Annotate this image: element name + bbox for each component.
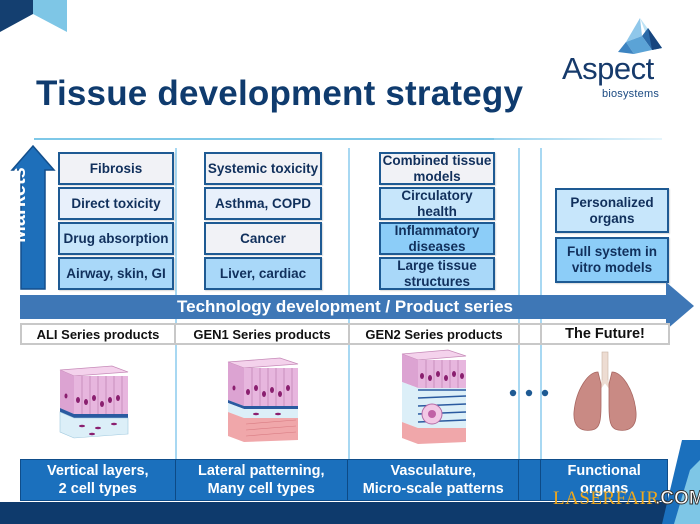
title-underline-fade [494, 138, 662, 140]
arrow-right-icon [666, 282, 694, 330]
market-box-systemic-toxicity: Systemic toxicity [204, 152, 322, 185]
market-box-liver-cardiac: Liver, cardiac [204, 257, 322, 290]
market-box-inflammatory-diseases: Inflammatory diseases [379, 222, 495, 255]
market-box-circulatory-health: Circulatory health [379, 187, 495, 220]
market-box-direct-toxicity: Direct toxicity [58, 187, 174, 220]
lungs-icon [573, 351, 637, 431]
series-gap [520, 325, 542, 343]
product-series-row: ALI Series products GEN1 Series products… [20, 323, 670, 345]
title-underline [34, 138, 494, 140]
technology-bar-label: Technology development / Product series [177, 297, 513, 316]
capability-lateral-patterning: Lateral patterning,Many cell types [176, 460, 348, 500]
market-box-combined-tissue-models: Combined tissue models [379, 152, 495, 185]
technology-bar [20, 295, 670, 319]
market-box-drug-absorption: Drug absorption [58, 222, 174, 255]
series-future: The Future! [565, 326, 645, 342]
ellipsis-dots-icon [509, 389, 549, 397]
corner-triangle-icon [662, 440, 700, 524]
tissue-block-muscle-icon [227, 357, 299, 442]
logo-name: Aspect [562, 51, 654, 86]
page-title: Tissue development strategy [36, 74, 524, 113]
market-box-asthma-copd: Asthma, COPD [204, 187, 322, 220]
market-box-personalized-organs: Personalized organs [555, 188, 669, 233]
market-box-large-tissue-structures: Large tissue structures [379, 257, 495, 290]
market-box-full-system-in-vitro: Full system in vitro models [555, 237, 669, 283]
market-box-fibrosis: Fibrosis [58, 152, 174, 185]
capability-vertical-layers: Vertical layers,2 cell types [21, 460, 176, 500]
arrow-up-icon [10, 144, 56, 290]
market-box-airway-skin-gi: Airway, skin, GI [58, 257, 174, 290]
triangle-logo-icon [618, 18, 662, 54]
capability-gap [519, 460, 542, 500]
markets-axis-label: Markets [8, 167, 30, 243]
watermark-text: LASERFAIR [553, 488, 660, 509]
tissue-block-2-layer-icon [59, 365, 129, 439]
footer-band [0, 502, 700, 524]
logo-subtitle: biosystems [602, 88, 660, 100]
capability-vasculature: Vasculature,Micro-scale patterns [348, 460, 520, 500]
company-logo: Aspect biosystems [562, 18, 672, 100]
corner-ribbon-icon [0, 0, 67, 32]
tissue-block-vascular-icon [401, 349, 467, 444]
series-gen1: GEN1 Series products [176, 325, 350, 343]
capability-row: Vertical layers,2 cell types Lateral pat… [20, 459, 668, 501]
market-box-cancer: Cancer [204, 222, 322, 255]
watermark-suffix: .COM [655, 488, 700, 510]
series-gen2: GEN2 Series products [350, 325, 520, 343]
series-ali: ALI Series products [22, 325, 176, 343]
